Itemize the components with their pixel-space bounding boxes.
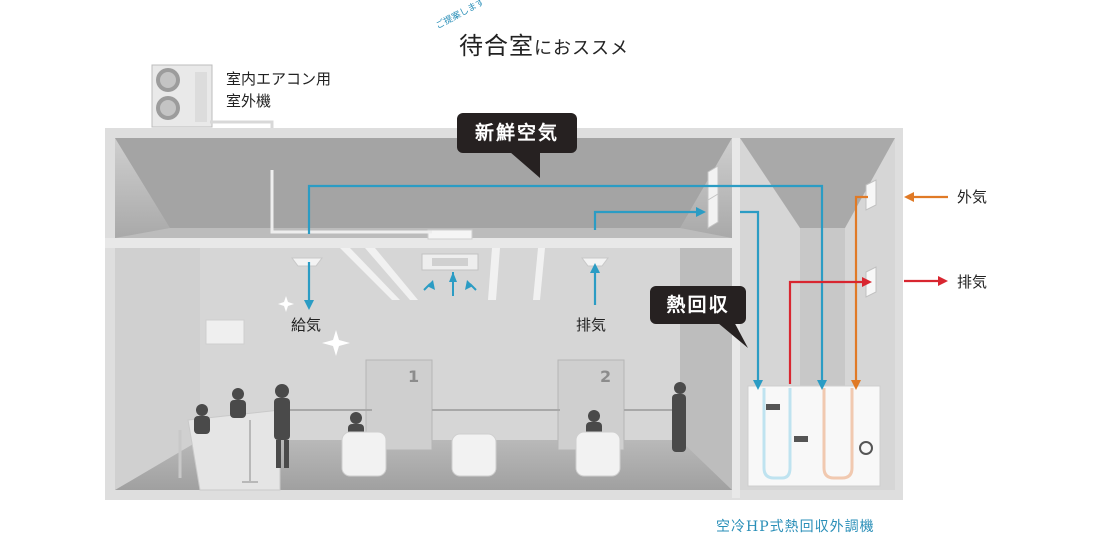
room-exhaust-label: 排気 (576, 316, 607, 334)
heat-recovery-bubble: 熱回収 (650, 286, 746, 324)
door-number-1: 1 (408, 367, 420, 386)
supply-air-label: 給気 (291, 316, 322, 334)
fresh-air-bubble: 新鮮空気 (457, 113, 577, 153)
page-title: ご提案します 待合室におススメ (425, 0, 685, 62)
unit-caption: 空冷HP式熱回収外調機 (716, 519, 875, 535)
title-suffix: におススメ (534, 38, 629, 59)
title-main-text: 待合室におススメ (459, 26, 629, 61)
heat-recovery-unit (747, 385, 881, 487)
door-number-2: 2 (600, 367, 612, 386)
outdoor-unit-label-line2: 室外機 (226, 92, 272, 110)
outside-air-label: 外気 (957, 188, 988, 206)
title-main: 待合室 (459, 32, 534, 60)
exhaust-out-label: 排気 (957, 273, 988, 291)
outdoor-unit-label-line1: 室内エアコン用 (226, 70, 332, 88)
fresh-air-duct (307, 184, 824, 384)
